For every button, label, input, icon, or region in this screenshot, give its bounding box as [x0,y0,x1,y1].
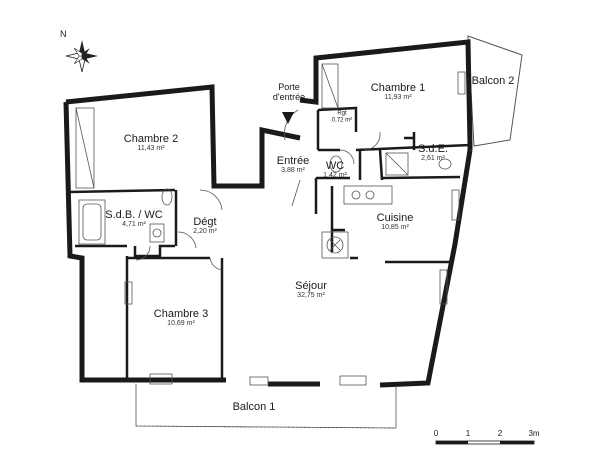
room-name: S.d.B. / WC [105,209,163,222]
entrance-label: Porte d'entrée [272,82,306,103]
entrance-label-line1: Porte [278,82,300,93]
room-name: Dégt [193,216,217,229]
room-area: 11,43 m² [137,145,165,153]
room-name: Entrée [276,155,310,168]
scale-tick-1: 1 [465,429,471,438]
room-area: 2,20 m² [193,228,217,236]
scale-tick-2: 2 [497,429,503,438]
compass-north-label: N [60,29,67,39]
room-name: Balcon 1 [232,400,276,413]
room-area: 4,71 m² [122,221,146,229]
room-name: Chambre 2 [123,133,179,146]
fixtures [75,63,466,429]
room-rgt: Rgt 0,72 m² [332,110,352,123]
room-area: 1,42 m² [323,172,347,180]
room-area: 2,61 m² [421,155,445,163]
room-wc: WC 1,42 m² [323,160,347,180]
balcon2-outline [467,35,523,147]
room-dgt: Dégt 2,20 m² [193,216,217,236]
room-name: Séjour [295,280,327,293]
room-name: S.d.E. [418,143,448,156]
room-sejour: Séjour 32,75 m² [295,280,327,300]
room-name: Rgt [337,110,347,117]
room-sdb: S.d.B. / WC 4,71 m² [105,209,162,229]
room-area: 11,93 m² [384,94,412,102]
room-chambre3: Chambre 3 10,69 m² [154,308,208,328]
entrance-label-line2: d'entrée [272,92,306,102]
compass-rose-icon [65,40,98,73]
room-balcon2: Balcon 2 [472,75,515,87]
room-name: Chambre 1 [370,82,426,95]
room-name: Cuisine [376,212,414,225]
room-area: 10,69 m² [167,320,195,328]
room-chambre1: Chambre 1 11,93 m² [371,82,425,102]
room-area: 0,72 m² [331,117,353,123]
room-entree: Entrée 3,88 m² [277,155,309,175]
room-balcon1: Balcon 1 [233,401,276,413]
room-name: Balcon 2 [471,74,515,87]
room-cuisine: Cuisine 10,85 m² [377,212,414,232]
scale-tick-0: 0 [433,429,439,438]
scale-bar [435,440,535,445]
room-name: Chambre 3 [153,308,209,321]
room-area: 32,75 m² [297,292,325,300]
entrance-arrow-icon [282,112,294,124]
room-area: 3,88 m² [281,167,305,175]
interior-walls [69,106,471,382]
room-name: WC [325,160,345,173]
room-chambre2: Chambre 2 11,43 m² [124,133,178,153]
scale-tick-3: 3m [528,429,540,438]
room-area: 10,85 m² [381,224,409,232]
room-sde: S.d.E. 2,61 m² [418,143,448,163]
